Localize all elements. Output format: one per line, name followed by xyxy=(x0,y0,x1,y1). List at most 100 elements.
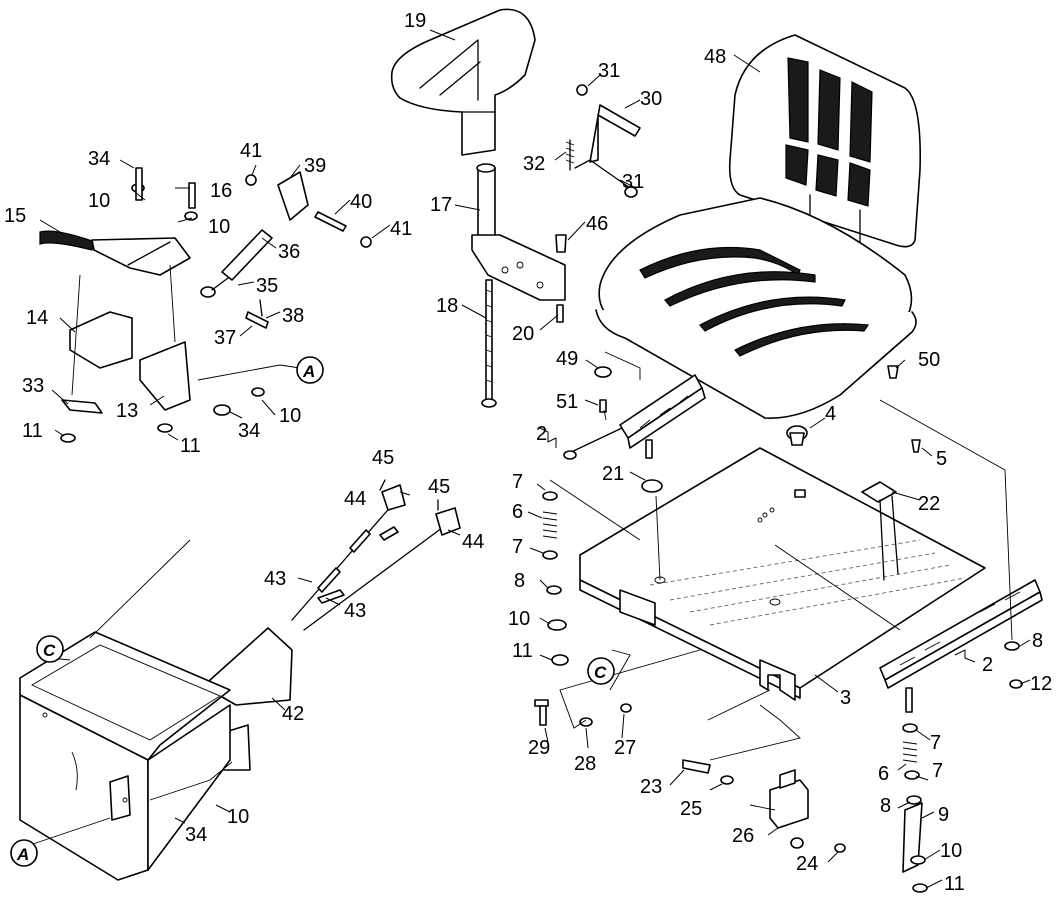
reference-badge-a-upper: A xyxy=(296,356,324,384)
svg-text:A: A xyxy=(16,845,29,864)
callout-34: 34 xyxy=(238,420,260,442)
callout-49: 49 xyxy=(556,348,578,370)
callout-2: 2 xyxy=(536,423,547,445)
reference-badge-c-plate: C xyxy=(587,657,615,685)
callout-23: 23 xyxy=(640,776,662,798)
callout-31: 31 xyxy=(622,171,644,193)
armrest-bracket xyxy=(471,163,566,408)
callout-10: 10 xyxy=(208,216,230,238)
callout-44: 44 xyxy=(462,531,484,553)
leader-lines xyxy=(29,29,1031,889)
callout-30: 30 xyxy=(640,88,662,110)
callout-48: 48 xyxy=(704,46,726,68)
callout-14: 14 xyxy=(26,307,48,329)
callout-29: 29 xyxy=(528,737,550,759)
spring-stack-left xyxy=(542,479,663,666)
svg-text:C: C xyxy=(594,663,607,682)
callout-36: 36 xyxy=(278,241,300,263)
callout-37: 37 xyxy=(214,327,236,349)
armrest xyxy=(390,8,536,156)
callout-16: 16 xyxy=(210,180,232,202)
backrest xyxy=(728,34,922,259)
callout-11: 11 xyxy=(180,435,201,457)
callout-44: 44 xyxy=(344,488,366,510)
callout-6: 6 xyxy=(512,501,523,523)
callout-33: 33 xyxy=(22,375,44,397)
seat-rail-left xyxy=(563,366,706,460)
callout-21: 21 xyxy=(602,463,624,485)
callout-25: 25 xyxy=(680,798,702,820)
callout-39: 39 xyxy=(304,155,326,177)
callout-10: 10 xyxy=(940,840,962,862)
brake-lever xyxy=(39,167,198,276)
bracket-22 xyxy=(861,365,921,581)
callout-17: 17 xyxy=(430,194,452,216)
knob-and-bolt xyxy=(555,234,567,323)
seat-cushion xyxy=(595,197,917,419)
callout-46: 46 xyxy=(586,213,608,235)
callout-7: 7 xyxy=(930,732,941,754)
seat-plate xyxy=(579,447,986,701)
callout-42: 42 xyxy=(282,703,304,725)
callout-11: 11 xyxy=(22,420,43,442)
callout-6: 6 xyxy=(878,763,889,785)
callout-22: 22 xyxy=(918,493,940,515)
callout-7: 7 xyxy=(512,536,523,558)
callout-50: 50 xyxy=(918,349,940,371)
callout-38: 38 xyxy=(282,305,304,327)
callout-45: 45 xyxy=(372,447,394,469)
callout-34: 34 xyxy=(185,824,207,846)
callout-5: 5 xyxy=(936,448,947,470)
console-box xyxy=(19,631,231,881)
callout-12: 12 xyxy=(1030,673,1052,695)
callout-4: 4 xyxy=(825,403,836,425)
callout-11: 11 xyxy=(512,640,533,662)
callout-10: 10 xyxy=(88,190,110,212)
callout-8: 8 xyxy=(514,570,525,592)
adjustment-handle xyxy=(565,84,641,198)
spring-stack-right xyxy=(902,641,1023,893)
callout-19: 19 xyxy=(404,10,426,32)
callout-2: 2 xyxy=(982,654,993,676)
svg-text:A: A xyxy=(302,362,315,381)
seat-rail-right xyxy=(879,579,1043,713)
cables xyxy=(291,479,461,631)
callout-8: 8 xyxy=(1032,630,1043,652)
callout-7: 7 xyxy=(512,471,523,493)
switch-and-fasteners xyxy=(534,699,846,853)
callout-45: 45 xyxy=(428,476,450,498)
callout-18: 18 xyxy=(436,295,458,317)
callout-15: 15 xyxy=(4,205,26,227)
callout-43: 43 xyxy=(344,600,366,622)
callout-51: 51 xyxy=(556,391,578,413)
callout-27: 27 xyxy=(614,737,636,759)
callout-28: 28 xyxy=(574,753,596,775)
callout-labels: 19 48 31 30 32 31 41 39 34 16 10 10 40 4… xyxy=(4,10,1052,895)
callout-26: 26 xyxy=(732,825,754,847)
callout-41: 41 xyxy=(390,218,412,240)
callout-24: 24 xyxy=(796,853,818,875)
callout-32: 32 xyxy=(523,153,545,175)
callout-10: 10 xyxy=(227,806,249,828)
bracket-14-13 xyxy=(60,311,265,443)
callout-13: 13 xyxy=(116,400,138,422)
callout-20: 20 xyxy=(512,323,534,345)
callout-40: 40 xyxy=(350,191,372,213)
reference-badge-a-console: A xyxy=(10,839,38,867)
callout-41: 41 xyxy=(240,140,262,162)
callout-3: 3 xyxy=(840,687,851,709)
reference-badge-c-console: C xyxy=(36,635,64,663)
knob-4 xyxy=(786,425,808,446)
callout-43: 43 xyxy=(264,568,286,590)
callout-7: 7 xyxy=(932,760,943,782)
callout-10: 10 xyxy=(508,608,530,630)
callout-9: 9 xyxy=(938,804,949,826)
callout-8: 8 xyxy=(880,795,891,817)
callout-11: 11 xyxy=(944,873,965,895)
svg-text:C: C xyxy=(43,641,56,660)
callout-31: 31 xyxy=(598,60,620,82)
brake-cylinder xyxy=(200,171,372,329)
callout-34: 34 xyxy=(88,148,110,170)
